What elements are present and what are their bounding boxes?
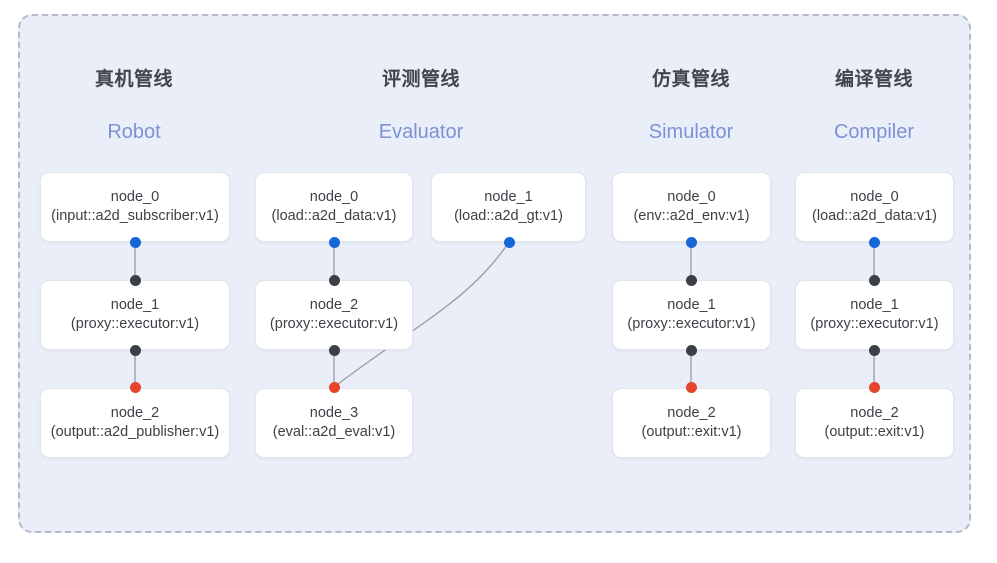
- node-port-input[interactable]: [868, 274, 880, 286]
- node-port-output[interactable]: [129, 236, 141, 248]
- node-port-input[interactable]: [868, 381, 880, 393]
- node-box[interactable]: node_1(proxy::executor:v1): [795, 280, 954, 350]
- node-type: (load::a2d_data:v1): [812, 208, 937, 224]
- node-port-input[interactable]: [328, 381, 340, 393]
- node-port-output[interactable]: [685, 236, 697, 248]
- node-type: (load::a2d_data:v1): [271, 208, 397, 224]
- node-name: node_0: [850, 188, 899, 205]
- node-box[interactable]: node_1(proxy::executor:v1): [40, 280, 230, 350]
- node-name: node_0: [110, 188, 160, 205]
- edge: [333, 241, 510, 388]
- node-type: (output::exit:v1): [641, 424, 742, 440]
- node-port-output[interactable]: [868, 344, 880, 356]
- node-port-output[interactable]: [503, 236, 515, 248]
- node-name: node_2: [850, 404, 899, 421]
- node-port-output[interactable]: [129, 344, 141, 356]
- node-type: (proxy::executor:v1): [269, 316, 399, 332]
- node-type: (proxy::executor:v1): [810, 316, 939, 332]
- node-port-input[interactable]: [685, 274, 697, 286]
- node-name: node_1: [667, 296, 716, 313]
- node-box[interactable]: node_0(load::a2d_data:v1): [255, 172, 413, 242]
- node-name: node_2: [667, 404, 716, 421]
- node-port-input[interactable]: [129, 381, 141, 393]
- node-port-input[interactable]: [685, 381, 697, 393]
- node-type: (env::a2d_env:v1): [633, 208, 750, 224]
- node-name: node_2: [110, 404, 160, 421]
- node-type: (eval::a2d_eval:v1): [272, 424, 396, 440]
- node-box[interactable]: node_0(env::a2d_env:v1): [612, 172, 771, 242]
- node-port-output[interactable]: [685, 344, 697, 356]
- node-type: (proxy::executor:v1): [627, 316, 756, 332]
- node-box[interactable]: node_0(load::a2d_data:v1): [795, 172, 954, 242]
- node-port-output[interactable]: [868, 236, 880, 248]
- node-type: (load::a2d_gt:v1): [454, 208, 563, 224]
- node-name: node_1: [484, 188, 533, 205]
- node-type: (input::a2d_subscriber:v1): [51, 208, 219, 224]
- node-name: node_1: [110, 296, 160, 313]
- node-box[interactable]: node_0(input::a2d_subscriber:v1): [40, 172, 230, 242]
- node-port-input[interactable]: [328, 274, 340, 286]
- node-name: node_0: [309, 188, 359, 205]
- node-box[interactable]: node_2(output::exit:v1): [795, 388, 954, 458]
- node-type: (proxy::executor:v1): [70, 316, 200, 332]
- node-name: node_3: [309, 404, 359, 421]
- node-name: node_0: [667, 188, 716, 205]
- node-type: (output::a2d_publisher:v1): [50, 424, 220, 440]
- node-box[interactable]: node_1(proxy::executor:v1): [612, 280, 771, 350]
- node-port-output[interactable]: [328, 236, 340, 248]
- node-type: (output::exit:v1): [824, 424, 925, 440]
- node-port-output[interactable]: [328, 344, 340, 356]
- node-port-input[interactable]: [129, 274, 141, 286]
- node-box[interactable]: node_1(load::a2d_gt:v1): [431, 172, 586, 242]
- node-name: node_2: [309, 296, 359, 313]
- node-box[interactable]: node_3(eval::a2d_eval:v1): [255, 388, 413, 458]
- node-box[interactable]: node_2(proxy::executor:v1): [255, 280, 413, 350]
- node-box[interactable]: node_2(output::a2d_publisher:v1): [40, 388, 230, 458]
- node-box[interactable]: node_2(output::exit:v1): [612, 388, 771, 458]
- node-name: node_1: [850, 296, 899, 313]
